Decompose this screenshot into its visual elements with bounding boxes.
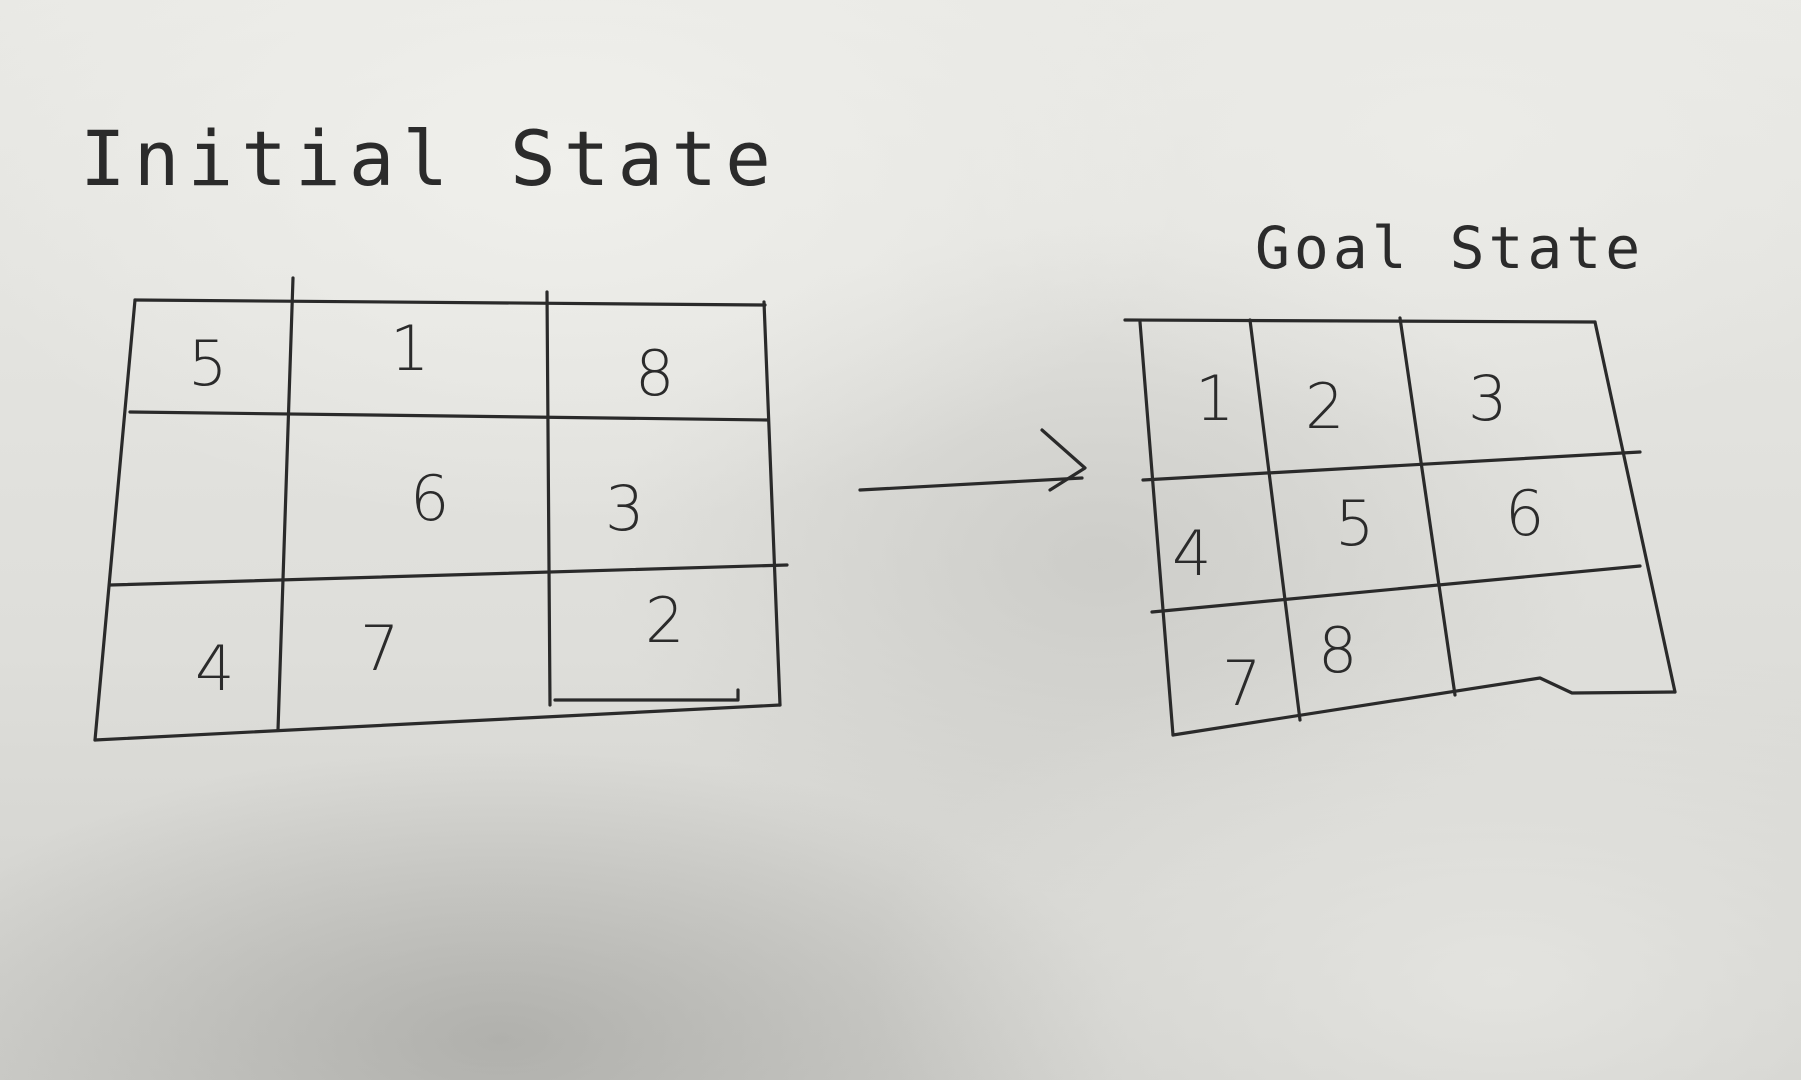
goal-cell: 4 xyxy=(1172,517,1211,590)
goal-cell: 1 xyxy=(1195,362,1234,435)
initial-grid-line xyxy=(108,563,789,587)
goal-grid-line xyxy=(1171,676,1677,737)
initial-grid-line xyxy=(93,298,137,742)
initial-grid-line xyxy=(133,298,767,307)
initial-cell: 3 xyxy=(605,472,644,545)
initial-cell: 4 xyxy=(195,632,234,705)
goal-state-title: Goal State xyxy=(1255,214,1644,282)
goal-cell: 8 xyxy=(1318,614,1357,687)
initial-cell: 2 xyxy=(645,584,684,657)
goal-grid-line xyxy=(1398,316,1457,697)
goal-state-cells: 1 2 3 4 5 6 7 8 xyxy=(1172,362,1544,720)
goal-cell: 7 xyxy=(1222,647,1261,720)
initial-grid-line xyxy=(93,703,782,742)
arrow-shaft xyxy=(858,476,1084,492)
goal-grid-line xyxy=(1138,320,1175,737)
initial-cell: 8 xyxy=(635,337,674,410)
arrow-head xyxy=(1040,428,1087,492)
initial-grid-line xyxy=(545,290,552,707)
initial-grid-line xyxy=(276,276,295,732)
goal-grid-line xyxy=(1150,564,1642,614)
goal-cell: 5 xyxy=(1335,487,1374,560)
initial-grid-line xyxy=(553,688,740,702)
initial-state-grid xyxy=(93,276,789,742)
transition-arrow xyxy=(858,428,1087,492)
goal-cell: 2 xyxy=(1305,370,1344,443)
goal-grid-line xyxy=(1123,318,1597,324)
initial-cell: 6 xyxy=(410,462,449,535)
goal-grid-line xyxy=(1248,318,1302,722)
goal-grid-line xyxy=(1141,450,1642,482)
goal-cell: 6 xyxy=(1505,477,1544,550)
goal-cell: 3 xyxy=(1468,362,1507,435)
initial-grid-line xyxy=(128,410,770,422)
initial-cell: 5 xyxy=(188,327,227,400)
initial-cell: 1 xyxy=(390,312,429,385)
initial-state-title: Initial State xyxy=(80,114,779,203)
initial-state-cells: 5 1 8 6 3 4 7 2 xyxy=(188,312,684,705)
initial-cell: 7 xyxy=(360,612,399,685)
goal-state-grid xyxy=(1123,316,1677,737)
initial-grid-line xyxy=(762,300,782,707)
goal-grid-line xyxy=(1593,320,1677,694)
